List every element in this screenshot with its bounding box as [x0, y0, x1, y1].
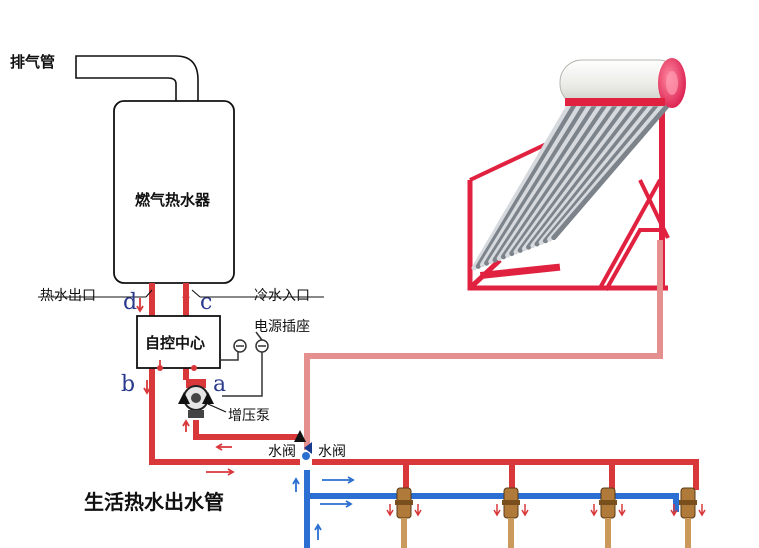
- valve-right-label: 水阀: [318, 444, 346, 460]
- faucet-icon: [386, 487, 706, 548]
- faucet: [493, 487, 529, 548]
- solar-heater-icon: [467, 58, 686, 291]
- power-socket-label: 电源插座: [254, 319, 310, 335]
- faucet: [590, 487, 626, 548]
- solar-tube: [530, 101, 646, 249]
- solar-tube: [475, 101, 578, 269]
- cold-water-pipes: [304, 470, 679, 548]
- solar-tube: [534, 101, 651, 247]
- main-title: 生活热水出水管: [84, 490, 224, 514]
- solar-tube: [509, 101, 620, 257]
- marker-b: b: [121, 372, 136, 397]
- flow-arrows: [136, 291, 355, 540]
- exhaust-pipe-icon: [75, 55, 199, 105]
- solar-tube: [492, 101, 599, 263]
- valve-left-label: 水阀: [268, 444, 296, 460]
- marker-d: d: [123, 290, 138, 315]
- marker-c: c: [200, 290, 213, 315]
- faucet: [670, 487, 706, 548]
- hot-water-pipes: [149, 283, 699, 490]
- booster-pump-label: 增压泵: [228, 408, 270, 424]
- exhaust-pipe-label: 排气管: [10, 53, 56, 71]
- label-leaders: [38, 289, 324, 298]
- power-socket-icon: [220, 331, 269, 397]
- cold-in-label: 冷水入口: [254, 288, 310, 304]
- solar-tube: [538, 101, 656, 245]
- pump-icon: [178, 379, 227, 418]
- solar-tube: [484, 101, 589, 266]
- hot-out-label: 热水出口: [40, 288, 96, 304]
- valve-icon: [294, 430, 312, 460]
- solar-tube: [488, 101, 594, 265]
- marker-a: a: [213, 372, 227, 397]
- solar-tube: [513, 101, 625, 255]
- water-heater-icon: [113, 100, 235, 284]
- faucet: [386, 487, 422, 548]
- solar-tube: [500, 101, 609, 260]
- solar-return-pipe: [304, 240, 663, 450]
- solar-tube: [496, 101, 604, 261]
- solar-tube: [471, 101, 573, 271]
- control-center-box: [136, 315, 221, 369]
- gas-heater-label: 燃气热水器: [135, 191, 211, 209]
- solar-tube: [521, 101, 635, 252]
- solar-tube: [479, 101, 583, 268]
- solar-tube: [551, 101, 672, 241]
- solar-tube: [526, 101, 641, 250]
- control-center-label: 自控中心: [145, 334, 206, 352]
- solar-tube: [517, 101, 630, 253]
- solar-tube: [505, 101, 615, 258]
